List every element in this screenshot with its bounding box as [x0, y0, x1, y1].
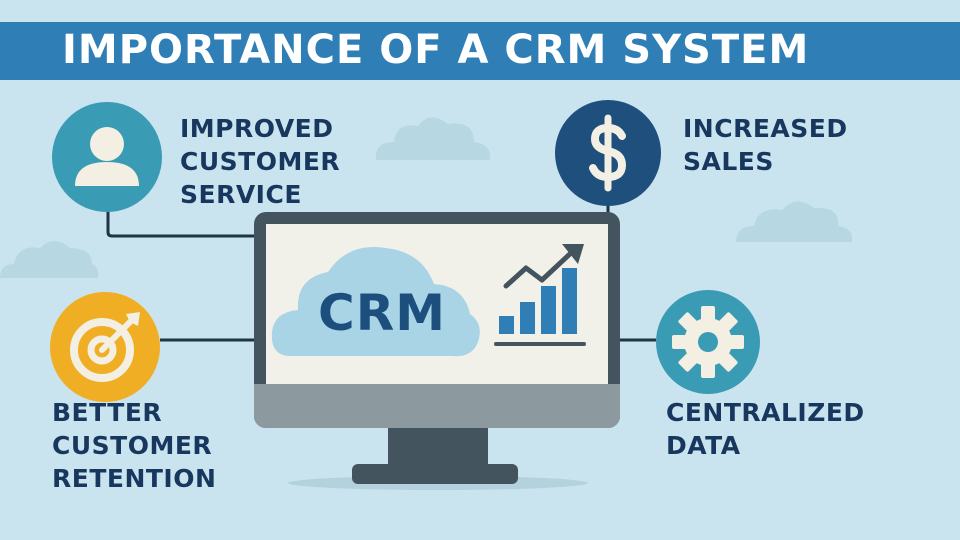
rising-bar-chart-icon: [494, 244, 586, 346]
monitor-chin: [254, 384, 620, 428]
target-icon: [50, 292, 160, 402]
label-better-customer-retention: BETTER CUSTOMER RETENTION: [52, 398, 217, 493]
monitor-base: [352, 464, 518, 484]
screen-art: [271, 244, 586, 357]
label-centralized-data: CENTRALIZED DATA: [666, 398, 865, 460]
crm-label: CRM: [318, 284, 446, 342]
connector-line: [106, 200, 256, 238]
label-improved-customer-service: IMPROVED CUSTOMER SERVICE: [180, 114, 341, 209]
user-icon: [52, 102, 162, 212]
page-title: IMPORTANCE OF A CRM SYSTEM: [62, 27, 810, 73]
label-increased-sales: INCREASED SALES: [683, 114, 848, 176]
title-banner: IMPORTANCE OF A CRM SYSTEM: [0, 22, 960, 80]
gear-icon: [656, 290, 760, 394]
cloud-icon: [271, 247, 480, 357]
background-cloud: [736, 201, 853, 242]
dollar-icon: [555, 100, 661, 206]
background-cloud: [375, 117, 491, 160]
monitor-stand: [388, 428, 488, 466]
background-cloud: [0, 241, 99, 278]
